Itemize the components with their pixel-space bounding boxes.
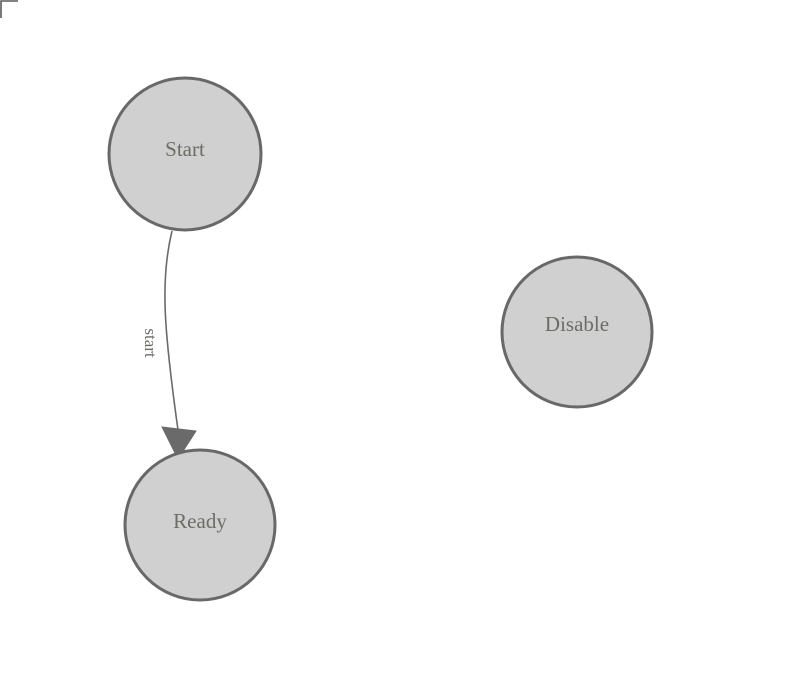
node-ready-shape[interactable] (123, 448, 277, 602)
edge-line (164, 230, 179, 431)
canvas-corner-bracket (0, 0, 18, 18)
node-start[interactable]: Start (107, 76, 263, 232)
node-disable[interactable]: Disable (500, 255, 654, 409)
edge-start-to-ready[interactable]: start (141, 230, 197, 461)
node-ready[interactable]: Ready (123, 448, 277, 602)
node-ready-label: Ready (173, 509, 227, 533)
node-disable-label: Disable (545, 312, 609, 336)
edge-arrowhead-icon (161, 426, 197, 461)
node-disable-shape[interactable] (500, 255, 654, 409)
node-start-label: Start (165, 137, 205, 161)
node-start-shape[interactable] (107, 76, 263, 232)
edge-label-start: start (141, 328, 160, 358)
